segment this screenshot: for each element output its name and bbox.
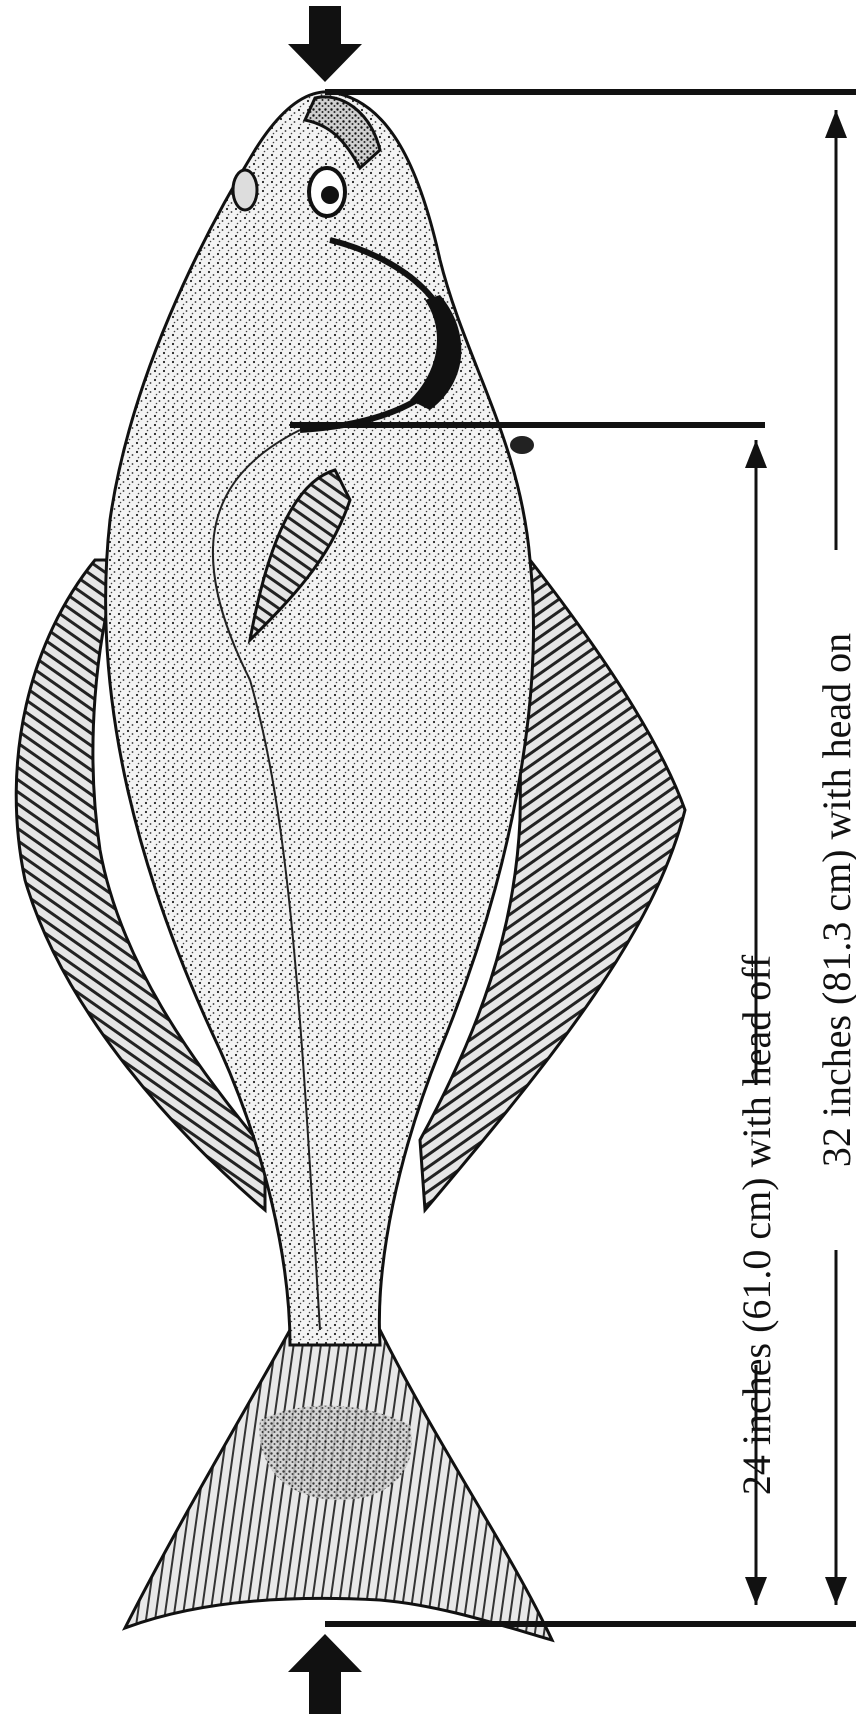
head-off-label: 24 inches (61.0 cm) with head off <box>734 954 779 1495</box>
fish-pupil-upper <box>321 186 339 204</box>
arrowhead-down-icon <box>745 1577 767 1605</box>
arrowhead-up-icon <box>825 110 847 138</box>
arrowhead-up-icon <box>745 440 767 468</box>
arrow-up-icon <box>288 1634 362 1714</box>
arrowhead-down-icon <box>825 1577 847 1605</box>
head-on-label: 32 inches (81.3 cm) with head on <box>814 633 856 1167</box>
head-off-dimension: 24 inches (61.0 cm) with head off <box>734 440 779 1605</box>
fish-eye-lower <box>233 170 257 210</box>
halibut-drawing <box>16 92 685 1640</box>
head-on-dimension: 32 inches (81.3 cm) with head on <box>814 110 856 1605</box>
gill-spot <box>510 436 534 454</box>
arrow-down-icon <box>288 6 362 82</box>
